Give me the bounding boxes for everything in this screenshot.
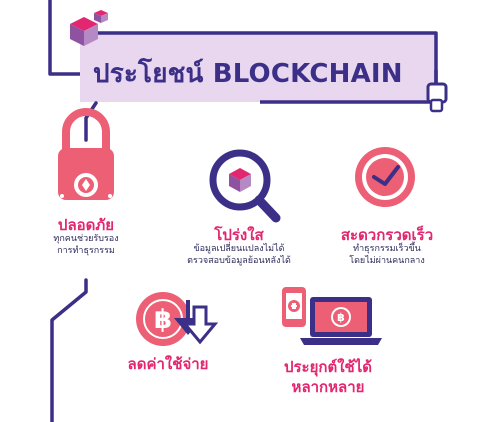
benefit-title-secure: ปลอดภัย [57,216,115,234]
magnifier-cube-icon [209,149,281,223]
svg-text:฿: ฿ [154,305,172,335]
cube-icon [70,17,98,46]
connector-node-square-small [429,98,444,113]
banner-down-connector [84,101,98,142]
padlock-icon [58,108,114,200]
benefit-desc-transparent-line-1: ข้อมูลเปลี่ยนแปลงไม่ได้ [193,244,285,254]
top-connector-line [48,0,86,76]
title-banner-outline [86,31,438,78]
benefit-title-versatile-line-2: หลากหลาย [291,378,365,396]
benefit-desc-secure-line-2: การทำธุรกรรม [57,246,115,256]
page-title: ประโยชน์ BLOCKCHAIN [93,59,403,89]
clock-icon [355,147,415,207]
baht-coin-down-arrow-icon: ฿ [136,292,219,346]
benefit-title-transparent: โปร่งใส [214,226,264,244]
benefit-title-cost: ลดค่าใช้จ่าย [127,355,209,373]
small-cube-icon [94,10,108,23]
svg-text:฿: ฿ [337,311,345,324]
title-banner [80,33,436,102]
benefit-desc-fast-line-2: โดยไม่ผ่านคนกลาง [349,256,425,266]
benefit-title-fast: สะดวกรวดเร็ว [340,226,434,244]
benefit-desc-transparent-line-2: ตรวจสอบข้อมูลย้อนหลังได้ [187,256,291,266]
benefit-desc-fast-line-1: ทำธุรกรรมเร็วขึ้น [353,244,421,254]
benefit-title-versatile-line-1: ประยุกต์ใช้ได้ [283,358,373,376]
laptop-phone-baht-icon: ฿ [282,287,382,345]
left-vertical-connector [50,278,88,422]
benefit-desc-secure-line-1: ทุกคนช่วยรับรอง [53,234,119,244]
